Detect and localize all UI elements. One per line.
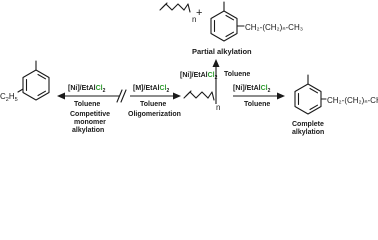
left-product-structure (17, 60, 50, 101)
right-product-structure (294, 74, 327, 115)
right-arrow-solvent: Toluene (244, 101, 270, 108)
upper-arrow-catalyst: [Ni]/EtAlCl2 (180, 72, 218, 81)
upper-arrow (212, 59, 220, 104)
right-arrow (233, 92, 285, 100)
center-alkene-structure (183, 90, 215, 101)
right-chain-label: CH₂-(CH₂)ₙ-CH₃ (327, 96, 378, 105)
competitive-caption-line-1: Competitive (70, 111, 110, 118)
top-alkene-structure: n (159, 2, 196, 24)
competitive-caption-line-3: alkylation (72, 127, 104, 134)
reaction-scheme: n + CH₂-(CH₂)ₙ-CH₃ Partial alkylation [N… (0, 1, 378, 136)
top-product-structure (210, 1, 245, 42)
complete-caption-line-2: alkylation (292, 129, 324, 136)
upper-arrow-solvent: Toluene (224, 71, 250, 78)
center-arrow (130, 92, 181, 100)
competitive-caption-line-2: monomer (74, 119, 106, 126)
left-arrow-solvent: Toluene (74, 101, 100, 108)
left-arrow-catalyst: [Ni]/EtAlCl2 (68, 85, 106, 94)
left-arrow (57, 92, 119, 100)
top-chain-label: CH₂-(CH₂)ₙ-CH₃ (245, 23, 303, 32)
center-arrow-solvent: Toluene (140, 101, 166, 108)
center-subscript-n: n (216, 103, 220, 112)
inhibition-mark (116, 89, 127, 103)
top-subscript-n: n (192, 15, 196, 24)
ethyl-substituent-label: C2H5 (0, 92, 18, 103)
center-arrow-catalyst: [M]/EtAlCl2 (133, 85, 169, 94)
partial-alkylation-caption: Partial alkylation (192, 47, 252, 56)
complete-caption-line-1: Complete (292, 121, 324, 128)
plus-sign: + (196, 7, 202, 19)
oligomerization-caption: Oligomerization (128, 111, 181, 118)
right-arrow-catalyst: [Ni]/EtAlCl2 (233, 85, 271, 94)
